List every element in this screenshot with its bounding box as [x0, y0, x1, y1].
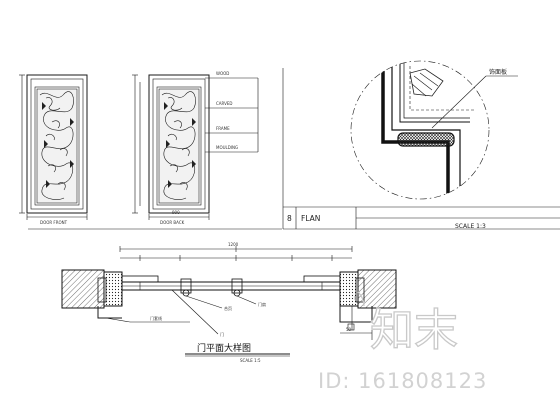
plan-label: FLAN: [301, 214, 320, 223]
svg-text:合页: 合页: [224, 305, 232, 311]
watermark: 知末 ID: 161808123: [318, 291, 487, 393]
plan-tag: 8: [287, 214, 292, 223]
watermark-logo-text: 知末: [370, 305, 458, 356]
door-elevation-left: DOOR FRONT: [19, 74, 88, 225]
section-title: 门平面大样图: [197, 342, 251, 354]
svg-text:50: 50: [346, 327, 352, 332]
svg-text:门扇: 门扇: [258, 301, 266, 307]
svg-text:门: 门: [220, 331, 224, 337]
svg-text:CARVED: CARVED: [216, 101, 232, 106]
svg-text:DOOR FRONT: DOOR FRONT: [40, 220, 68, 225]
svg-text:FRAME: FRAME: [216, 126, 230, 131]
svg-text:DOOR BACK: DOOR BACK: [160, 220, 185, 225]
svg-text:900: 900: [172, 210, 180, 215]
detail-callout-label: 饰面板: [489, 68, 507, 76]
svg-text:门套线: 门套线: [150, 315, 162, 321]
ornamental-carving-right: [158, 88, 200, 204]
detail-bubble: 饰面板: [350, 60, 518, 200]
ornamental-carving-left: [36, 88, 78, 204]
svg-text:MOULDING: MOULDING: [216, 145, 238, 150]
door-elevation-right: 900 DOOR BACK WOOD CARVED FRAME MOULDING: [132, 71, 259, 225]
plan-scale: SCALE 1:3: [455, 223, 486, 230]
door-plan-section: 1200 门套线 合页 门扇: [61, 242, 397, 363]
svg-text:1200: 1200: [228, 242, 239, 247]
section-scale: SCALE 1:5: [240, 358, 261, 363]
plan-title-strip: 8 FLAN SCALE 1:3: [283, 206, 560, 230]
svg-text:WOOD: WOOD: [216, 71, 229, 76]
watermark-logo-icon: [354, 291, 365, 307]
watermark-id: ID: 161808123: [318, 369, 487, 393]
